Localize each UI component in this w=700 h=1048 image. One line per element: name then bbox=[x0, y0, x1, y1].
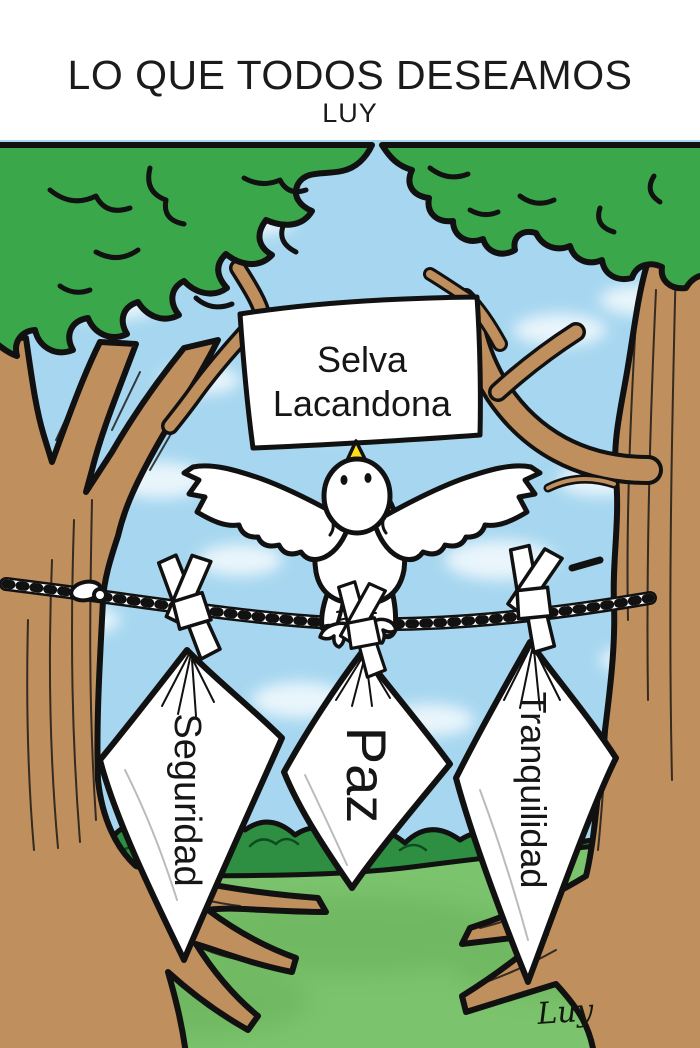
bundle-seguridad: Seguridad bbox=[97, 647, 285, 963]
branches bbox=[161, 259, 663, 572]
dove-head bbox=[321, 456, 393, 536]
bundle-label-tranquilidad: Tranquilidad bbox=[513, 692, 554, 889]
dove-eye-left bbox=[340, 475, 348, 485]
canopy-right bbox=[379, 142, 700, 292]
banner-sign: Selva Lacandona bbox=[237, 294, 483, 451]
tree-left bbox=[0, 333, 329, 1048]
sign-text-line1: Selva bbox=[317, 339, 408, 380]
bundle-label-seguridad: Seguridad bbox=[166, 713, 208, 886]
bundle-tranquilidad: Tranquilidad bbox=[453, 639, 619, 985]
dove-eye-right bbox=[364, 473, 372, 483]
bundle-paz: Paz bbox=[281, 649, 453, 891]
cartoon-title: LO QUE TODOS DESEAMOS bbox=[67, 52, 633, 98]
sign-text-line2: Lacandona bbox=[273, 383, 452, 424]
bundle-label-paz: Paz bbox=[335, 727, 398, 824]
cartoon-byline: LUY bbox=[322, 98, 378, 128]
caption-block: LO QUE TODOS DESEAMOS LUY bbox=[0, 0, 700, 140]
foliage-squiggles bbox=[47, 165, 663, 310]
artist-signature: Luy bbox=[535, 993, 596, 1032]
